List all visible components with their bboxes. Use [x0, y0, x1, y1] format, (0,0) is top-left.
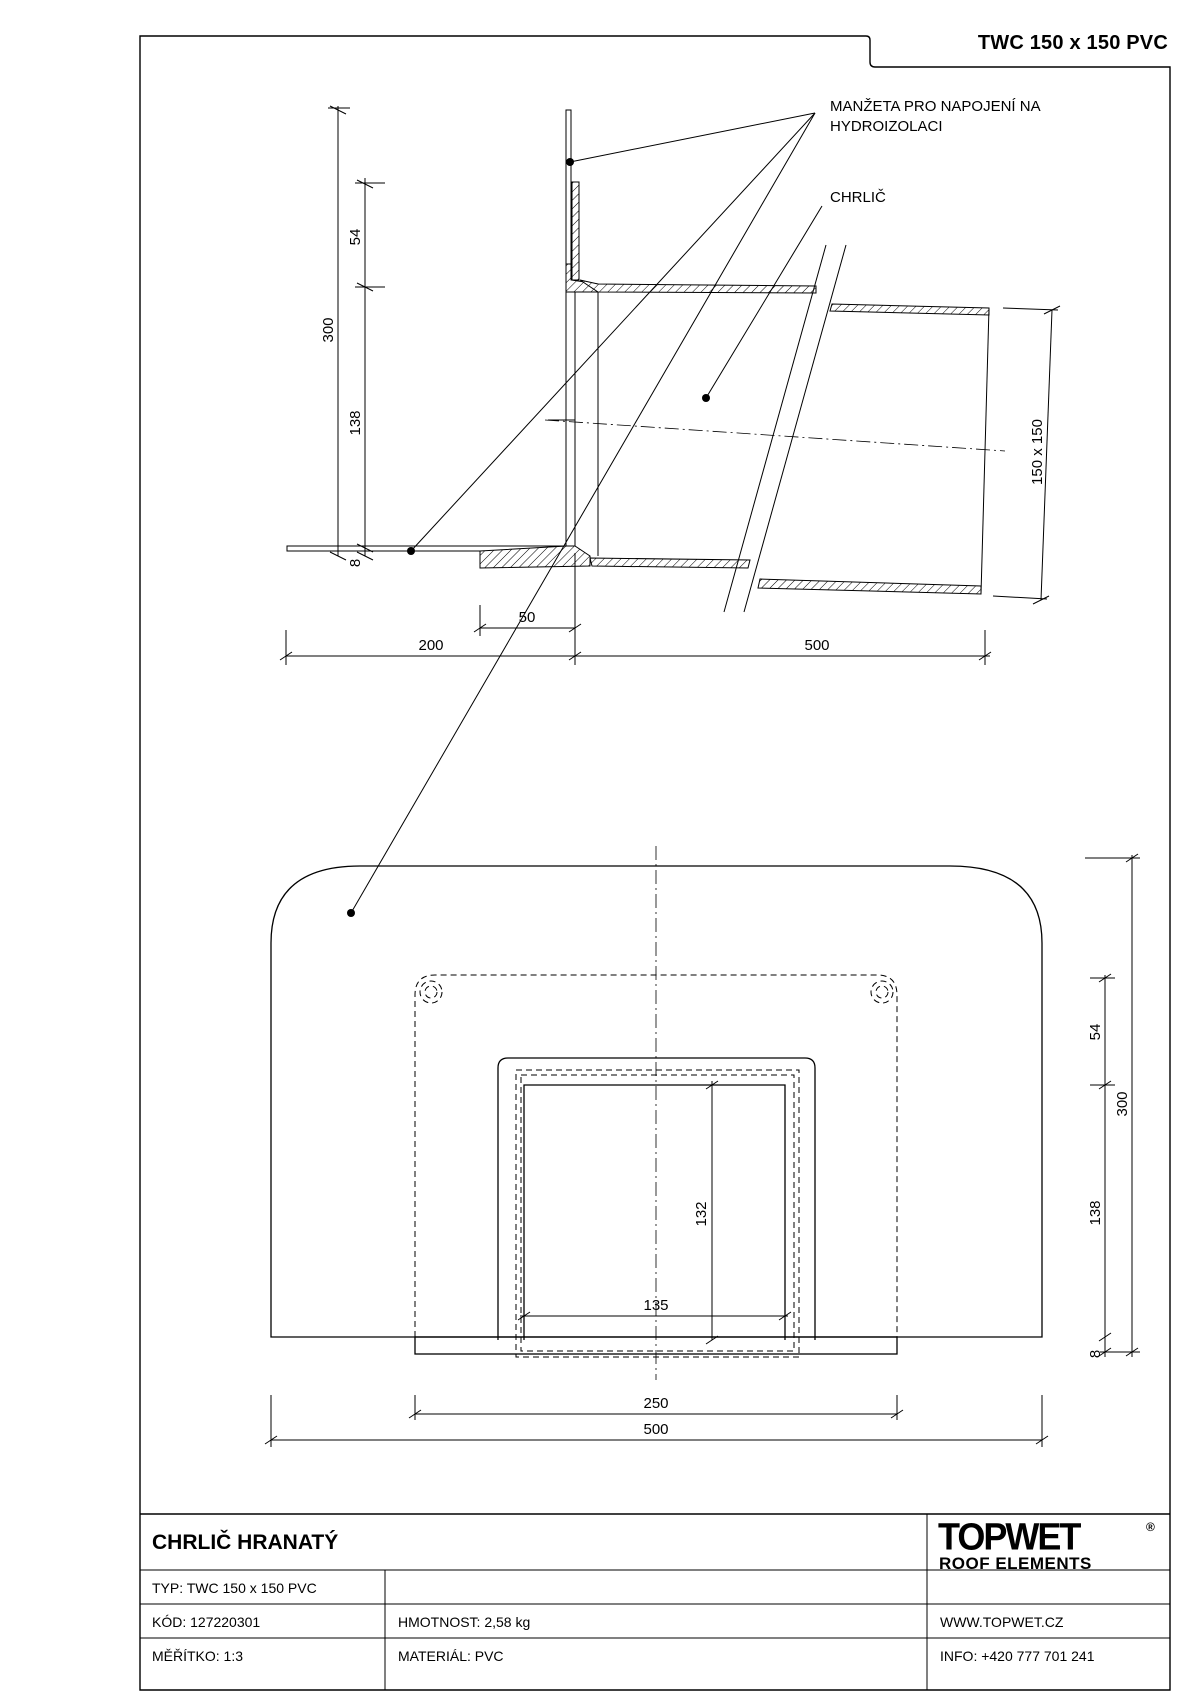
dim-150-tick-bot: [1032, 595, 1050, 605]
dim-132-tick-bot: [705, 1335, 719, 1345]
label-chrlic: CHRLIČ: [830, 189, 886, 206]
dim-plan-8-tick-top: [1098, 1332, 1112, 1342]
leader-dot-1: [566, 158, 574, 166]
pipe-bottom-wall-right: [757, 578, 982, 595]
flange-body: [479, 545, 591, 569]
title-block: [140, 1513, 1170, 1690]
leader-dot-plan: [347, 909, 355, 917]
bolt-hole-left-inner: [424, 985, 438, 999]
dim-150-line: [1040, 309, 1053, 601]
dim-135-tick-r: [778, 1311, 792, 1321]
code-cell: KÓD: 127220301: [152, 1613, 261, 1630]
logo-registered-mark: ®: [1146, 1520, 1155, 1534]
leader-cuff-2: [410, 112, 816, 552]
info-phone: INFO: +420 777 701 241: [940, 1647, 1095, 1664]
leader-dot-2: [407, 547, 415, 555]
label-manzeta-line2: HYDROIZOLACI: [830, 118, 943, 135]
scale-cell: MĚŘÍTKO: 1:3: [152, 1647, 244, 1664]
dim-plan-54-text: 54: [1087, 1024, 1104, 1041]
sheet-frame: [139, 35, 1171, 1691]
drawing-code-title: TWC 150 x 150 PVC: [977, 32, 1168, 54]
break-line-2: [743, 244, 847, 613]
leader-chrlic: [705, 205, 823, 399]
material-cell: MATERIÁL: PVC: [398, 1647, 504, 1664]
dim-250-tick-r: [890, 1409, 904, 1419]
dim-50-tick-l: [473, 623, 487, 633]
dim-plan-54-tick-top: [1098, 973, 1112, 983]
dim-300-text: 300: [320, 317, 337, 342]
dim-150-ext-bot: [992, 595, 1048, 600]
dim-300-tick-top: [329, 105, 347, 115]
leader-dot-3: [702, 394, 710, 402]
pipe-bottom-wall: [589, 557, 751, 569]
logo-wordmark: TOPWET: [938, 1514, 1081, 1558]
product-name: CHRLIČ HRANATÝ: [152, 1531, 339, 1554]
outlet-dashed-inner: [520, 1074, 795, 1352]
outlet-opening: [523, 1084, 786, 1340]
dim-plan-300-tick-top: [1125, 853, 1139, 863]
dim-300-tick-bot: [329, 551, 347, 561]
dim-8-text: 8: [347, 559, 364, 567]
dim-200-tick-l: [279, 651, 293, 661]
dim-150-tick-top: [1043, 305, 1061, 315]
pipe-end: [980, 307, 990, 595]
dim-250-tick-l: [408, 1409, 422, 1419]
bolt-hole-right-inner: [875, 985, 889, 999]
dim-plan-300-tick-bot: [1125, 1347, 1139, 1357]
dim-500-text: 500: [804, 637, 829, 654]
dim-plan-8-tick-bot: [1098, 1347, 1112, 1357]
bolt-hole-right: [870, 980, 894, 1004]
logo-subtitle: ROOF ELEMENTS: [939, 1554, 1092, 1573]
label-manzeta-line1: MANŽETA PRO NAPOJENÍ NA: [830, 98, 1041, 115]
type-cell: TYP: TWC 150 x 150 PVC: [152, 1579, 317, 1596]
plan-view: 132 135 250 500 300 54 138 8: [264, 846, 1140, 1447]
plan-outline: [270, 865, 1043, 1338]
dim-50-tick-r: [568, 623, 582, 633]
dim-plan-500-tick-l: [264, 1435, 278, 1445]
website-link[interactable]: WWW.TOPWET.CZ: [940, 1613, 1064, 1630]
break-line-1: [723, 244, 827, 613]
dim-132-tick-top: [705, 1080, 719, 1090]
outlet-dashed-outer: [515, 1069, 800, 1358]
weight-cell: HMOTNOST: 2,58 kg: [398, 1613, 531, 1630]
section-view: MANŽETA PRO NAPOJENÍ NA HYDROIZOLACI CHR…: [279, 98, 1061, 914]
dim-54-text: 54: [347, 229, 364, 246]
dim-135-text: 135: [643, 1297, 668, 1314]
dim-8-tick-top: [356, 543, 374, 553]
dim-plan-54-tick-bot: [1098, 1080, 1112, 1090]
cuff-hatch: [571, 181, 580, 281]
dim-plan-500-text: 500: [643, 1421, 668, 1438]
dim-plan-300-text: 300: [1114, 1091, 1131, 1116]
dim-132-text: 132: [693, 1201, 710, 1226]
pipe-top-wall-right: [829, 303, 990, 316]
dim-plan-138-text: 138: [1087, 1200, 1104, 1225]
dim-250-text: 250: [643, 1395, 668, 1412]
section-axis: [544, 419, 1006, 452]
topwet-logo: TOPWET ® ROOF ELEMENTS: [932, 1515, 1167, 1573]
dim-plan-500-tick-r: [1035, 1435, 1049, 1445]
dim-54-tick-top: [356, 179, 374, 189]
dim-50-text: 50: [519, 609, 536, 626]
dim-138-text: 138: [347, 410, 364, 435]
dim-135-tick-l: [517, 1311, 531, 1321]
dim-200-text: 200: [418, 637, 443, 654]
dim-200-tick-r: [568, 651, 582, 661]
dim-8-tick-bot: [356, 551, 374, 561]
cuff-vertical: [565, 109, 572, 287]
pipe-top-wall: [579, 279, 817, 294]
leader-cuff-1: [569, 112, 816, 163]
outlet-frame: [497, 1057, 816, 1340]
dim-plan-8-text: 8: [1087, 1350, 1104, 1358]
leader-cuff-3: [350, 112, 816, 914]
dim-150-ext-top: [1002, 307, 1059, 311]
dim-150-text: 150 x 150: [1029, 419, 1046, 485]
dim-500-tick-r: [978, 651, 992, 661]
bolt-hole-left: [419, 980, 443, 1004]
